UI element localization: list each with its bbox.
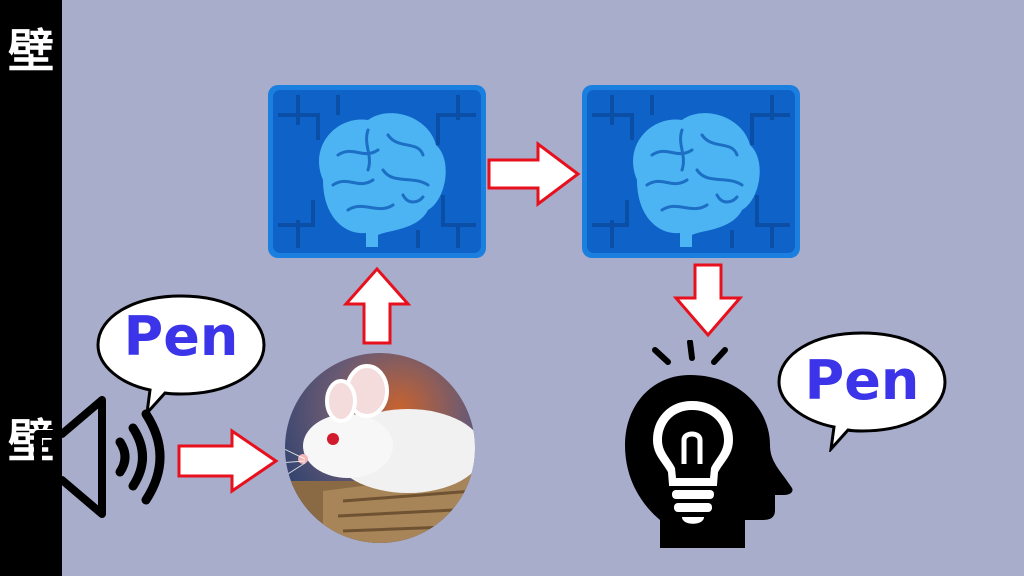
wall-label-bottom: 壁: [8, 414, 54, 468]
arrow-down-to-head: [672, 263, 744, 338]
speaker-icon: [34, 396, 165, 518]
arrow-up-to-brain: [342, 266, 412, 345]
arrow-right-to-mouse: [177, 428, 279, 494]
speech-bubble-right: [777, 331, 947, 452]
wall-label-top: 壁: [8, 24, 54, 78]
wall: 壁 壁: [0, 0, 62, 576]
mouse-photo: [285, 353, 475, 543]
speech-text-right: Pen: [804, 349, 920, 412]
brain-chip-icon-right: [582, 85, 800, 258]
speech-bubble-left: [96, 294, 266, 415]
brain-chip-icon-left: [268, 85, 486, 258]
head-lightbulb-icon: [625, 340, 793, 548]
arrow-right-across-wall: [487, 141, 581, 207]
speech-text-left: Pen: [123, 305, 239, 368]
